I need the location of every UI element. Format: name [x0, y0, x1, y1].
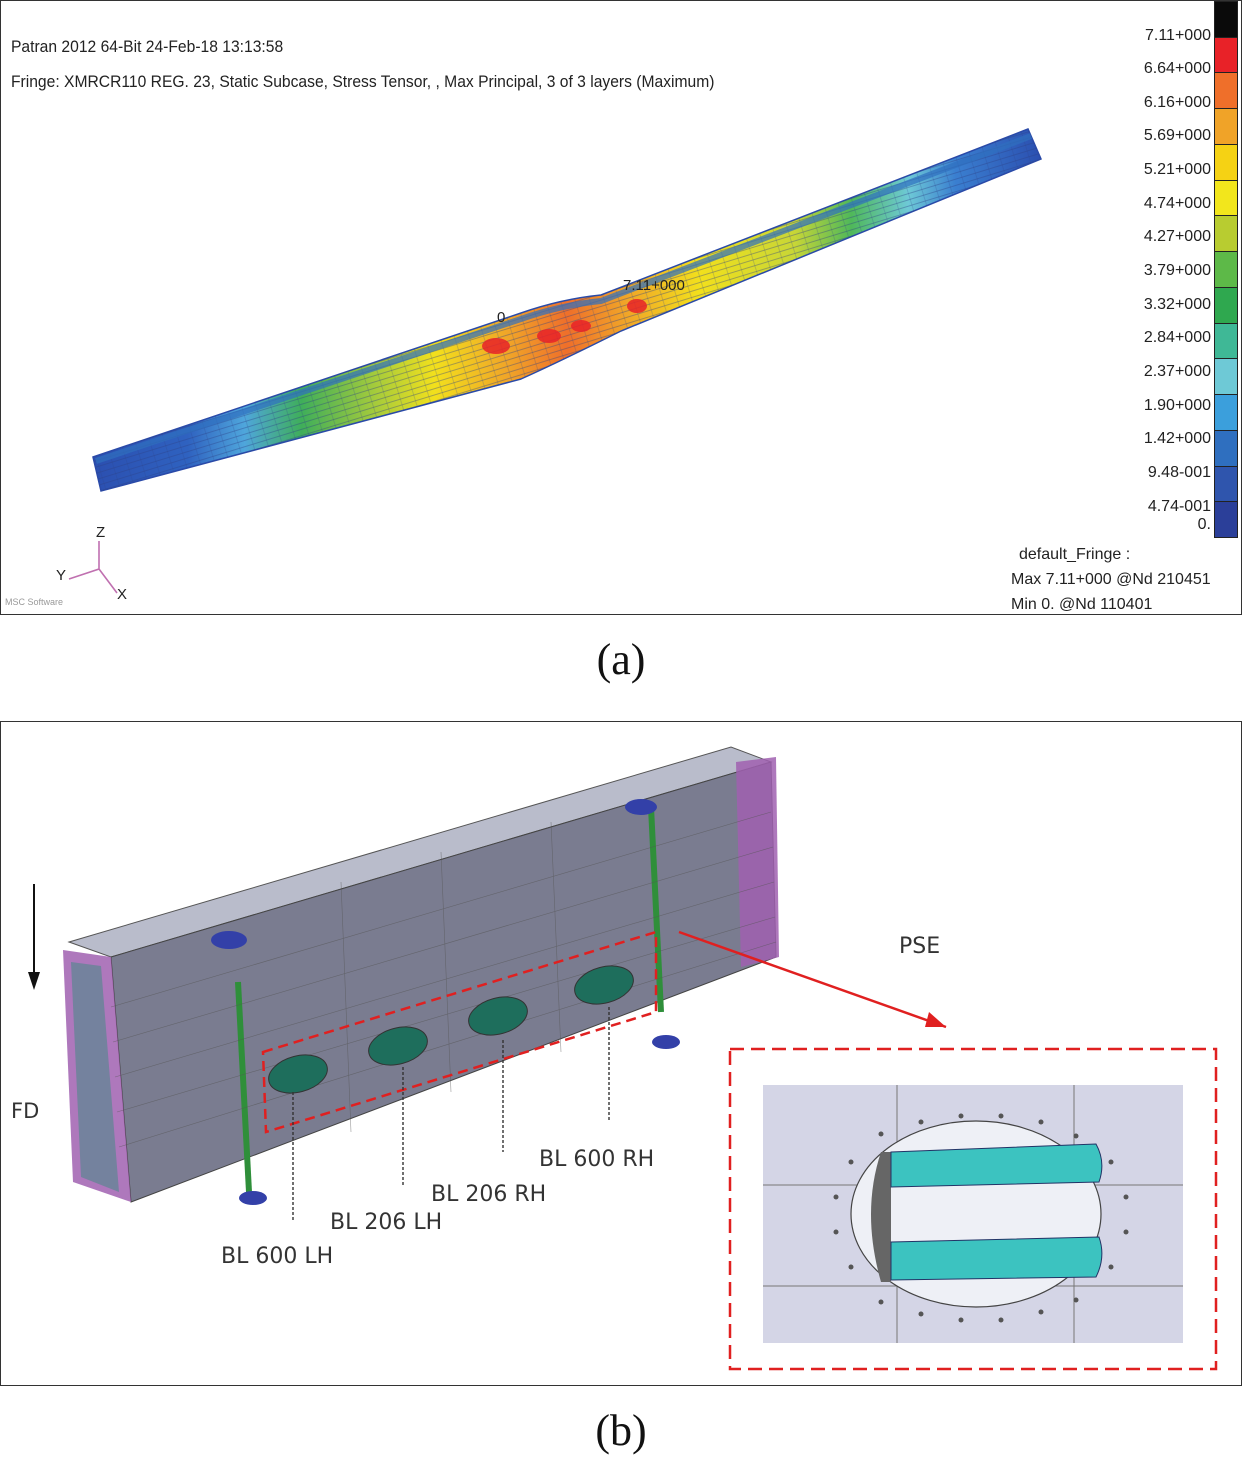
patran-header: Patran 2012 64-Bit 24-Feb-18 13:13:58	[11, 37, 284, 56]
legend-value: 7.11+000	[1145, 27, 1211, 44]
legend-value: 4.74+000	[1143, 195, 1211, 212]
stress-fringe-beam	[92, 128, 1042, 492]
legend-value: 2.84+000	[1143, 329, 1211, 346]
legend-value: 5.69+000	[1143, 127, 1211, 144]
legend-value: 4.74-001	[1147, 498, 1211, 515]
fringe-max: Max 7.11+000 @Nd 210451	[1011, 571, 1211, 588]
legend-value: 1.90+000	[1143, 397, 1211, 414]
station-label: BL 206 LH	[330, 1210, 443, 1235]
axis-x-label: X	[117, 586, 128, 603]
legend-value: 3.79+000	[1143, 262, 1211, 279]
caption-b: (b)	[595, 1406, 647, 1455]
msc-watermark: MSC Software	[5, 597, 64, 607]
legend-value: 4.27+000	[1143, 228, 1211, 245]
structure-panel: FD PSE BL 600 LH BL 206 LH BL 206 RH BL …	[0, 721, 1242, 1386]
axis-triad-icon	[68, 541, 118, 594]
fringe-min: Min 0. @Nd 110401	[1011, 596, 1153, 613]
station-label: BL 206 RH	[431, 1182, 547, 1207]
legend-value: 5.21+000	[1143, 161, 1211, 178]
pse-label: PSE	[899, 934, 941, 959]
axis-y-label: Y	[56, 567, 67, 584]
legend-value: 6.64+000	[1143, 60, 1211, 77]
force-direction-label: FD	[11, 1099, 40, 1123]
fringe-stats-title: default_Fringe :	[1019, 546, 1131, 563]
station-label: BL 600 LH	[221, 1244, 334, 1269]
color-legend-bar	[1214, 1, 1238, 538]
wing-box-model	[28, 746, 1218, 1371]
legend-value: 2.37+000	[1143, 363, 1211, 380]
legend-value: 0.	[1197, 516, 1211, 533]
caption-a: (a)	[596, 635, 646, 684]
legend-value: 1.42+000	[1143, 430, 1211, 447]
min-marker: 0	[497, 309, 506, 326]
legend-value: 6.16+000	[1143, 94, 1211, 111]
station-label: BL 600 RH	[539, 1147, 655, 1172]
axis-z-label: Z	[96, 524, 106, 541]
fringe-description: Fringe: XMRCR110 REG. 23, Static Subcase…	[11, 72, 715, 91]
fringe-plot-panel: Patran 2012 64-Bit 24-Feb-18 13:13:58 Fr…	[0, 0, 1242, 615]
max-marker: 7.11+000	[623, 277, 685, 294]
legend-value: 9.48-001	[1147, 464, 1211, 481]
legend-value: 3.32+000	[1143, 296, 1211, 313]
